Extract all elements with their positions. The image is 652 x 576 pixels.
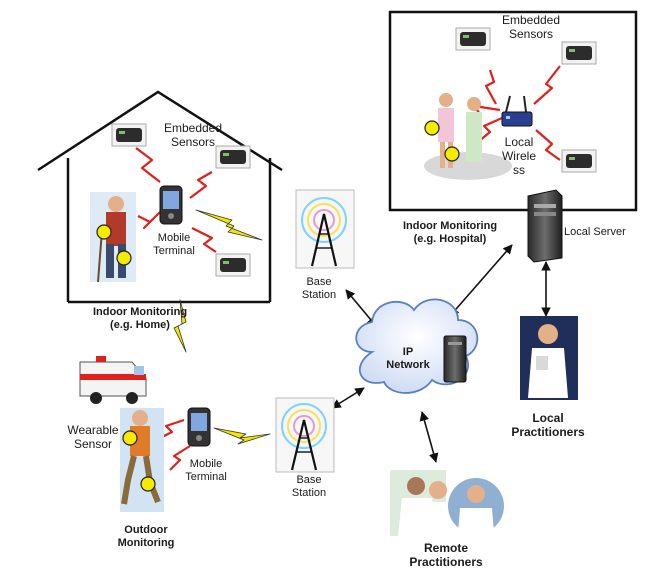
arrow-network-to-hospital (449, 244, 513, 317)
mobile-phone-icon (159, 185, 183, 225)
hospital-box (388, 10, 638, 212)
sensor-node-icon (215, 253, 251, 277)
arrow-network-to-remote (419, 411, 439, 463)
sensor-node-icon (561, 41, 597, 65)
remote-practitioners-label: Remote Practitioners (409, 541, 483, 569)
house-outline (37, 90, 283, 304)
patient-figure (90, 192, 136, 283)
mobile-phone-icon (187, 407, 211, 447)
body-sensor-dots (96, 120, 460, 492)
hospital-caption: Indoor Monitoring (e.g. Hospital) (402, 220, 498, 245)
arrow-basestation-to-network (345, 289, 377, 327)
hospital-floor-shadow (424, 152, 512, 180)
arrow-network-to-basestation-bottom (331, 387, 365, 409)
ip-network-label: IP Network (386, 346, 430, 371)
wireless-router-icon (501, 95, 533, 127)
server-tower-icon (443, 335, 467, 383)
local-practitioners-label: Local Practitioners (511, 411, 585, 439)
base-station-bottom-label: Base Station (291, 474, 327, 499)
connection-arrows (331, 244, 551, 463)
patient-figure (120, 408, 164, 512)
outdoor-caption: Outdoor Monitoring (117, 524, 175, 549)
sensor-node-icon (215, 145, 251, 169)
local-wireless-label: Local Wirele ss (501, 135, 536, 177)
hospital-embedded-sensors-label: Embedded Sensors (501, 13, 561, 41)
base-station-tower-icon (295, 189, 355, 269)
doctor-icon (390, 470, 452, 536)
server-tower-icon (527, 189, 563, 263)
wireless-links-yellow (173, 209, 271, 445)
base-station-tower-icon (275, 397, 335, 473)
doctor-icon (448, 478, 504, 534)
home-caption: Indoor Monitoring (e.g. Home) (92, 306, 188, 331)
base-station-top-label: Base Station (301, 276, 337, 301)
doctor-icon (520, 316, 578, 400)
home-embedded-sensors-label: Embedded Sensors (163, 121, 223, 149)
sensor-node-icon (561, 149, 597, 173)
sensor-node-icon (455, 27, 491, 51)
ambulance-icon (79, 356, 147, 404)
wearable-sensor-label: Wearable Sensor (67, 423, 119, 451)
sensor-node-icon (111, 123, 147, 147)
wireless-links-red (135, 65, 561, 471)
home-mobile-terminal-label: Mobile Terminal (153, 232, 195, 257)
outdoor-mobile-terminal-label: Mobile Terminal (185, 458, 227, 483)
local-server-label: Local Server (564, 226, 626, 238)
